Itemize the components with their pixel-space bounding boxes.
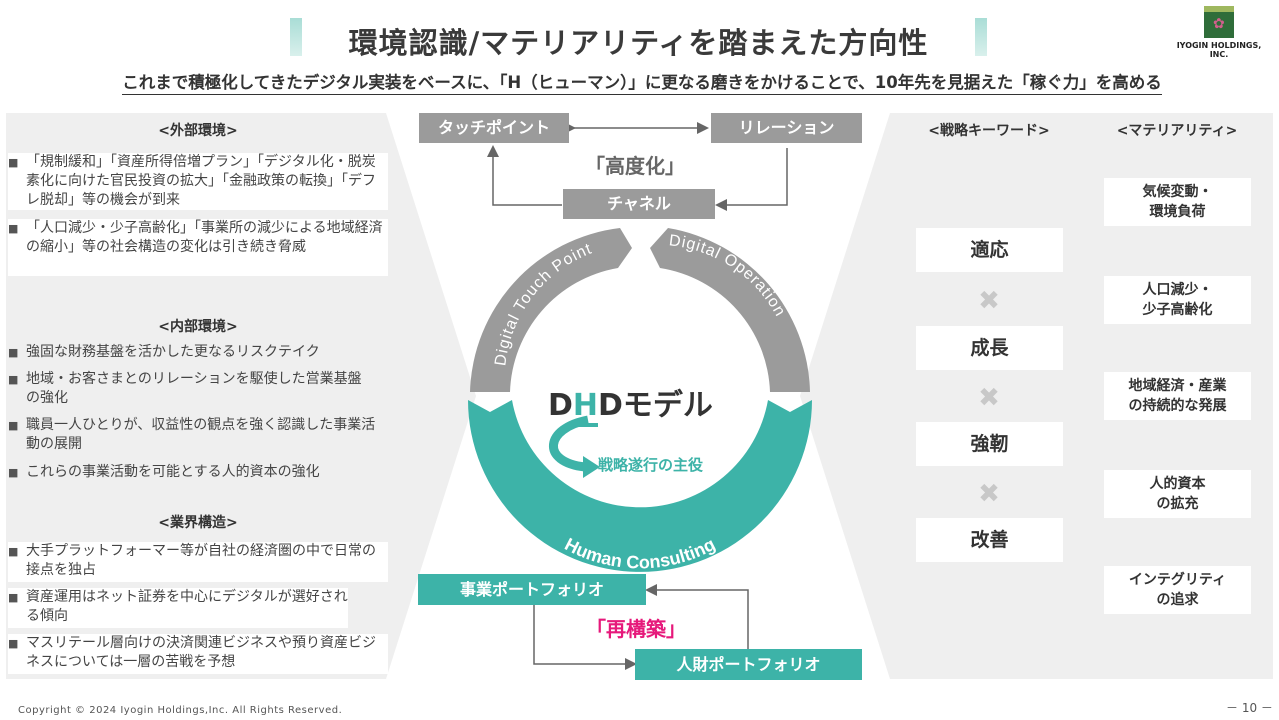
internal-env-title: <内部環境>: [158, 319, 238, 335]
hr-portfolio-box: 人財ポートフォリオ: [635, 649, 862, 680]
external-env-title: <外部環境>: [158, 123, 238, 139]
industry-title: <業界構造>: [158, 515, 238, 531]
touchpoint-box: タッチポイント: [419, 113, 569, 143]
cross-icon: ✖: [978, 286, 1000, 316]
dhd-model-title: DHDモデル: [548, 380, 713, 427]
strategy-arrow-icon: [549, 415, 589, 472]
materiality-integrity: インテグリティの追求: [1104, 566, 1251, 614]
human-consulting-arc: [468, 400, 812, 572]
keyword-improve: 改善: [916, 518, 1063, 562]
internal-bullet-4: これらの事業活動を可能とする人的資本の強化: [8, 463, 388, 482]
external-bullet-2: 「人口減少・少子高齢化」「事業所の減少による地域経済の縮小」等の社会構造の変化は…: [8, 219, 388, 276]
keyword-resilience: 強靭: [916, 422, 1063, 466]
page-title: 環境認識/マテリアリティを踏まえた方向性: [348, 26, 929, 60]
materiality-heading: <マテリアリティ>: [1116, 123, 1238, 139]
digital-operation-arc: [650, 228, 810, 392]
title-accent-left: [290, 18, 302, 56]
industry-bullet-2: 資産運用はネット証券を中心にデジタルが選好される傾向: [8, 588, 348, 628]
channel-box: チャネル: [563, 189, 715, 219]
internal-bullet-2: 地域・お客さまとのリレーションを駆使した営業基盤の強化: [8, 370, 368, 408]
keyword-adapt: 適応: [916, 228, 1063, 272]
digital-touch-point-arc: [470, 228, 632, 392]
materiality-human-capital: 人的資本の拡充: [1104, 470, 1251, 518]
industry-bullet-1: 大手プラットフォーマー等が自社の経済圏の中で日常の接点を独占: [8, 542, 388, 582]
connector-arrow: [487, 145, 562, 206]
sophistication-label: 「高度化」: [585, 154, 685, 178]
relation-box: リレーション: [711, 113, 862, 143]
business-portfolio-box: 事業ポートフォリオ: [418, 574, 646, 605]
restructure-label: 「再構築」: [586, 617, 686, 641]
materiality-population: 人口減少・少子高齢化: [1104, 276, 1251, 324]
connector-arrow: [645, 584, 749, 650]
page-number: － 10 －: [1226, 701, 1273, 715]
keyword-growth: 成長: [916, 326, 1063, 370]
keywords-heading: <戦略キーワード>: [928, 123, 1050, 139]
internal-bullet-3: 職員一人ひとりが、収益性の観点を強く認識した事業活動の展開: [8, 416, 388, 454]
title-accent-right: [975, 18, 987, 56]
subtitle: これまで積極化してきたデジタル実装をベースに、「H（ヒューマン）」に更なる磨きを…: [42, 69, 1242, 95]
industry-bullet-3: マスリテール層向けの決済関連ビジネスや預り資産ビジネスについては一層の苦戦を予想: [8, 634, 388, 674]
company-logo: ✿ IYOGIN HOLDINGS, INC.: [1168, 6, 1270, 59]
materiality-regional-economy: 地域経済・産業の持続的な発展: [1104, 372, 1251, 420]
logo-text: IYOGIN HOLDINGS, INC.: [1176, 41, 1262, 59]
copyright: Copyright © 2024 Iyogin Holdings,Inc. Al…: [18, 705, 343, 716]
strategy-arrow-head-icon: [583, 456, 600, 478]
connector-arrow: [715, 148, 788, 211]
logo-mark-icon: ✿: [1204, 6, 1234, 38]
cross-icon: ✖: [978, 383, 1000, 413]
cross-icon: ✖: [978, 479, 1000, 509]
h-letter: H: [572, 388, 599, 427]
title-banner: 環境認識/マテリアリティを踏まえた方向性: [290, 16, 987, 60]
external-bullet-1: 「規制緩和」「資産所得倍増プラン」「デジタル化・脱炭素化に向けた官民投資の拡大」…: [8, 153, 388, 210]
strategy-lead-label: 戦略遂行の主役: [598, 456, 704, 474]
internal-bullet-1: 強固な財務基盤を活かした更なるリスクテイク: [8, 343, 388, 362]
connector-arrow: [533, 605, 637, 670]
materiality-climate: 気候変動・環境負荷: [1104, 178, 1251, 226]
